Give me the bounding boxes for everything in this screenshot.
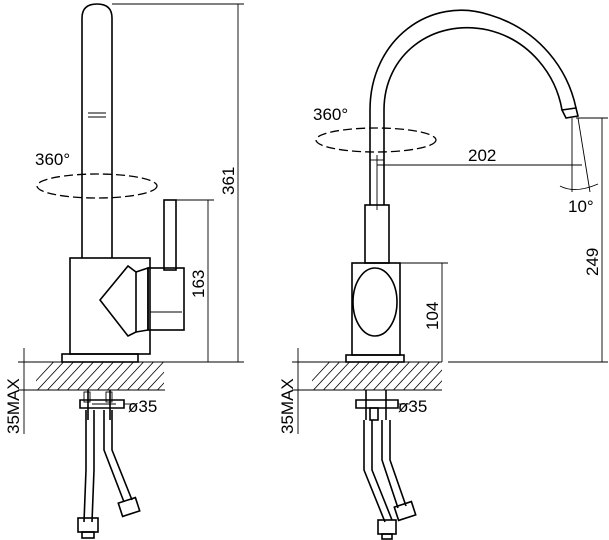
right-mount-depth: 35MAX <box>278 378 297 434</box>
left-hole-diameter: ø35 <box>128 397 157 416</box>
right-swivel-label: 360° <box>313 105 348 124</box>
right-body-height: 104 <box>423 302 442 330</box>
right-dimensions <box>292 117 608 434</box>
right-faucet-body <box>345 204 405 363</box>
right-spout-angle: 10° <box>568 197 594 216</box>
right-hole-diameter: ø35 <box>398 397 427 416</box>
left-faucet-body <box>61 3 185 363</box>
left-total-height: 361 <box>219 167 238 195</box>
right-swivel-ellipse <box>315 127 437 153</box>
left-handle-height: 163 <box>189 270 208 298</box>
left-swivel-ellipse <box>36 173 158 199</box>
right-spout-height: 249 <box>583 248 602 276</box>
right-view: 360° 202 10° 249 104 35MAX ø35 <box>278 9 608 540</box>
right-spout <box>369 9 579 205</box>
left-hoses <box>77 390 141 539</box>
right-hoses <box>355 390 417 540</box>
left-view: 360° 361 163 35MAX ø35 <box>4 3 244 539</box>
left-dimensions <box>18 3 244 434</box>
left-swivel-label: 360° <box>35 150 70 169</box>
left-mount-depth: 35MAX <box>4 378 23 434</box>
right-reach: 202 <box>468 146 496 165</box>
